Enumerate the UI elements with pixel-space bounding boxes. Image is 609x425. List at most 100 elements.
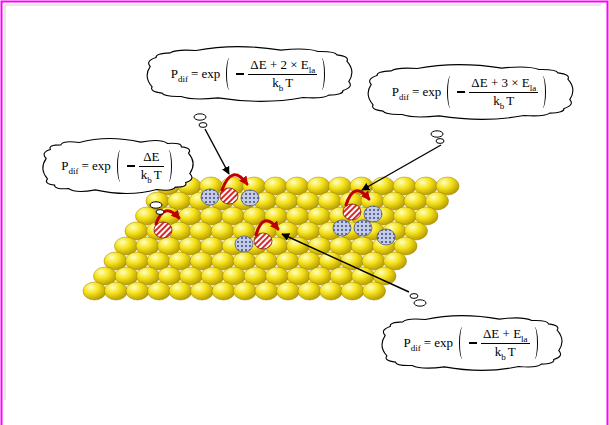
formula-text: T bbox=[154, 168, 162, 183]
formula-cloud: Pdif= exp ΔE kbT bbox=[38, 134, 198, 198]
denominator: kbT bbox=[493, 345, 518, 360]
formula-text: P bbox=[392, 85, 399, 100]
formula: Pdif= expΔE + 2 × ElakbT bbox=[171, 58, 329, 91]
bracket bbox=[447, 76, 453, 109]
formula-subscript: b bbox=[500, 101, 505, 111]
neighbor-atom bbox=[377, 229, 395, 245]
fraction-bar bbox=[248, 74, 317, 75]
fraction: ΔE + ElakbT bbox=[481, 327, 530, 360]
fraction: ΔE kbT bbox=[139, 150, 164, 183]
substrate-atom bbox=[212, 282, 235, 300]
formula-cloud: Pdif= expΔE + ElakbT bbox=[377, 311, 567, 375]
substrate-atom bbox=[341, 282, 364, 300]
bracket bbox=[532, 327, 538, 360]
pointer-arrows bbox=[205, 129, 441, 292]
numerator: ΔE + 3 × Ela bbox=[469, 76, 538, 91]
substrate-atom bbox=[191, 282, 214, 300]
pointer-arrow bbox=[362, 145, 441, 190]
formula-group: Pdif bbox=[403, 336, 420, 351]
formula-subscript: la bbox=[309, 65, 316, 75]
formula-text: ΔE + E bbox=[483, 327, 521, 342]
formula-subscript: la bbox=[521, 334, 528, 344]
formula-text: = exp bbox=[81, 159, 110, 174]
formula-text: P bbox=[403, 336, 410, 351]
formula-text: k bbox=[495, 345, 502, 360]
denominator: kbT bbox=[270, 76, 295, 91]
cloud-tail bbox=[414, 300, 426, 306]
substrate-atom bbox=[105, 282, 128, 300]
minus-sign bbox=[469, 342, 477, 343]
minus-sign bbox=[457, 91, 465, 92]
formula-subscript: la bbox=[530, 83, 537, 93]
formula-text: ΔE + 3 × E bbox=[471, 76, 529, 91]
bracket bbox=[459, 327, 465, 360]
formula-text: ΔE + 2 × E bbox=[250, 58, 308, 73]
formula-text: k bbox=[272, 76, 279, 91]
formula-subscript: dif bbox=[68, 166, 78, 176]
cloud-shape bbox=[147, 47, 352, 102]
neighbor-atom bbox=[235, 236, 253, 252]
formula-text: ΔE bbox=[143, 150, 159, 165]
bracket bbox=[540, 76, 546, 109]
formula-text: T bbox=[285, 76, 293, 91]
substrate-atom bbox=[83, 282, 106, 300]
bracket bbox=[117, 150, 123, 183]
numerator: ΔE + Ela bbox=[481, 327, 530, 342]
formula-text: k bbox=[493, 94, 500, 109]
formula-group: Pdif bbox=[392, 85, 409, 100]
hop-arc bbox=[222, 175, 247, 190]
numerator: ΔE bbox=[141, 150, 161, 165]
substrate-atom bbox=[234, 282, 257, 300]
substrate-atom bbox=[363, 282, 386, 300]
formula-text: T bbox=[506, 94, 514, 109]
neighbor-atom bbox=[333, 220, 351, 236]
minus-sign bbox=[236, 73, 244, 74]
inner-frame bbox=[5, 5, 601, 400]
formula-subscript: dif bbox=[399, 92, 409, 102]
denominator: kbT bbox=[139, 168, 164, 183]
substrate-atom bbox=[169, 282, 192, 300]
minus-sign bbox=[127, 165, 135, 166]
substrate-atom bbox=[320, 282, 343, 300]
substrate-atom bbox=[126, 282, 149, 300]
substrate-surface bbox=[83, 177, 459, 300]
fraction: ΔE + 2 × Ela kbT bbox=[248, 58, 317, 91]
numerator: ΔE + 2 × Ela bbox=[248, 58, 317, 73]
hop-arc bbox=[256, 221, 278, 235]
formula-group: Pdif bbox=[61, 159, 78, 174]
formula-subscript: dif bbox=[178, 74, 188, 84]
formula: Pdif= exp ΔE + 3 × Ela kbT bbox=[392, 76, 550, 109]
bracket bbox=[319, 58, 325, 91]
pointer-arrow bbox=[205, 129, 229, 174]
cloud-shape bbox=[368, 65, 573, 120]
bracket bbox=[166, 150, 172, 183]
formula-subscript: b bbox=[147, 175, 152, 185]
formula-text: P bbox=[61, 159, 68, 174]
formula-text: = exp bbox=[412, 85, 441, 100]
substrate-atom bbox=[255, 282, 278, 300]
hop-arcs bbox=[156, 175, 369, 235]
substrate-atom bbox=[277, 282, 300, 300]
cloud-tail bbox=[150, 202, 162, 208]
formula-text: T bbox=[508, 345, 516, 360]
formula: Pdif= expΔE + ElakbT bbox=[403, 327, 540, 360]
fraction: ΔE + 3 × Ela kbT bbox=[469, 76, 538, 109]
cloud-tail bbox=[194, 114, 206, 120]
cloud-tail bbox=[436, 139, 444, 144]
adatoms bbox=[154, 188, 395, 252]
formula-subscript: b bbox=[501, 352, 506, 362]
neighbor-atom bbox=[241, 190, 259, 206]
neighbor-atom bbox=[201, 189, 219, 205]
cloud-tails bbox=[150, 114, 444, 306]
cloud-tail bbox=[410, 294, 418, 299]
cloud-shape bbox=[43, 138, 193, 193]
hop-arc bbox=[346, 191, 369, 205]
neighbor-atom bbox=[364, 206, 382, 222]
pointer-arrow bbox=[282, 234, 409, 292]
substrate-atom bbox=[148, 282, 171, 300]
formula-text: = exp bbox=[191, 67, 220, 82]
formula-text: = exp bbox=[424, 336, 453, 351]
fraction-bar bbox=[469, 92, 538, 93]
cloud-tail bbox=[156, 210, 164, 215]
formula-subscript: dif bbox=[411, 343, 421, 353]
